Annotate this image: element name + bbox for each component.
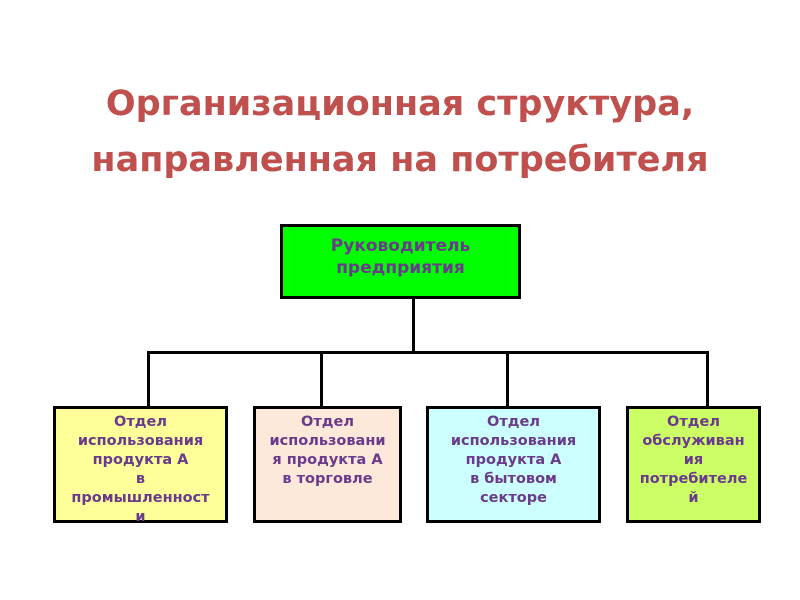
box-text-line: в торговле xyxy=(282,471,373,487)
box-text-line: Отдел xyxy=(667,414,720,430)
box-text-line: в xyxy=(135,471,146,487)
box-text-line: й xyxy=(688,490,699,506)
department-box-customer-service: Отдел обслуживан ия потребителе й xyxy=(626,406,761,523)
box-text-line: и xyxy=(135,509,146,525)
department-box-household: Отдел использования продукта А в бытовом сек… xyxy=(426,406,601,523)
connector-line xyxy=(706,351,709,408)
box-text-line: использовани xyxy=(269,433,386,449)
box-text-line: использования xyxy=(77,433,204,449)
box-text-line: обслуживан xyxy=(642,433,745,449)
title-line-2: направленная на потребителя xyxy=(91,140,709,180)
box-text-line: продукта А xyxy=(465,452,562,468)
box-text-line: Отдел xyxy=(114,414,167,430)
connector-line xyxy=(320,351,323,408)
connector-line xyxy=(506,351,509,408)
box-text-line: Руководитель xyxy=(330,236,471,256)
connector-line xyxy=(147,351,150,408)
box-text-line: использования xyxy=(450,433,577,449)
box-text-line: секторе xyxy=(480,490,547,506)
department-box-industry: Отдел использования продукта А в промышленно… xyxy=(53,406,228,525)
box-text-line: предприятия xyxy=(336,258,465,278)
box-text-line: я продукта А xyxy=(272,452,383,468)
box-text-line: Отдел xyxy=(487,414,540,430)
connector-line xyxy=(147,351,709,354)
department-box-trade: Отдел использовани я продукта А в торговле xyxy=(253,406,402,523)
title-line-1: Организационная структура, xyxy=(105,84,695,124)
box-text-line: в бытовом xyxy=(470,471,557,487)
box-text-line: промышленност xyxy=(71,490,210,506)
box-text-line: потребителе xyxy=(639,471,748,487)
box-text-line: продукта А xyxy=(92,452,189,468)
box-text-line: ия xyxy=(683,452,704,468)
connector-line xyxy=(412,298,415,354)
box-text-line: Отдел xyxy=(301,414,354,430)
